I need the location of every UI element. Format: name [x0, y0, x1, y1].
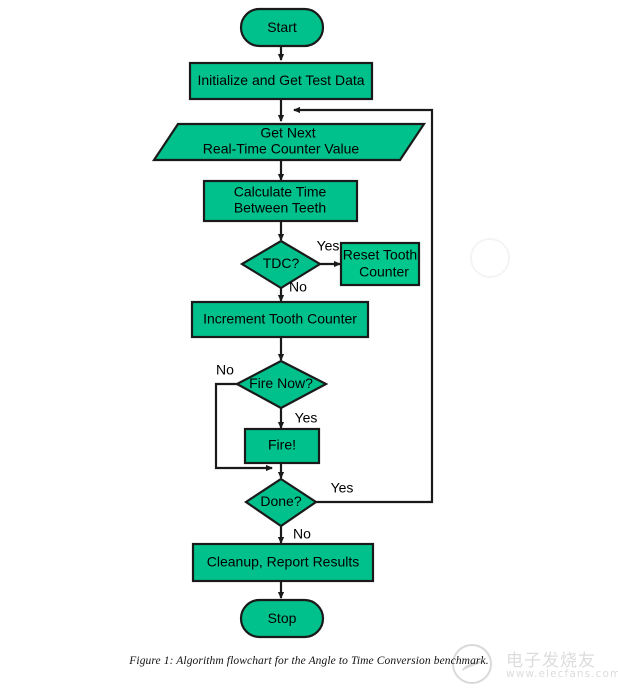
- node-init-label: Initialize and Get Test Data: [197, 72, 364, 88]
- node-done-decision[interactable]: Done?: [244, 477, 318, 528]
- node-cleanup-label: Cleanup, Report Results: [207, 554, 360, 570]
- edge-done-yes-feedback: [292, 106, 434, 504]
- edge-label-tdc-no: No: [289, 279, 307, 295]
- edge-label-done-no: No: [293, 526, 311, 542]
- node-reset-tooth-counter[interactable]: Reset Tooth Counter: [339, 241, 421, 287]
- node-fire[interactable]: Fire!: [243, 427, 321, 465]
- node-fire-now-label: Fire Now?: [249, 375, 313, 391]
- node-init[interactable]: Initialize and Get Test Data: [188, 61, 374, 101]
- edge-label-firenow-yes: Yes: [295, 410, 318, 426]
- node-start[interactable]: Start: [239, 7, 325, 48]
- node-fire-now-decision[interactable]: Fire Now?: [234, 359, 329, 410]
- edge-firenow-no-loop: [214, 382, 274, 472]
- edge-label-firenow-no: No: [216, 362, 234, 378]
- node-stop-label: Stop: [268, 610, 297, 626]
- figure-caption: Figure 1: Algorithm flowchart for the An…: [129, 655, 489, 667]
- node-tdc-label: TDC?: [263, 255, 300, 271]
- node-stop[interactable]: Stop: [239, 598, 325, 639]
- node-calculate-time[interactable]: Calculate Time Between Teeth: [202, 179, 359, 223]
- node-reset-tooth-counter-label-line1: Reset Tooth: [343, 247, 417, 263]
- node-get-next[interactable]: Get Next Real-Time Counter Value: [151, 122, 427, 162]
- node-tdc-decision[interactable]: TDC?: [239, 239, 323, 290]
- node-cleanup[interactable]: Cleanup, Report Results: [191, 542, 375, 583]
- node-done-label: Done?: [260, 493, 301, 509]
- node-get-next-label-line2: Real-Time Counter Value: [203, 141, 360, 157]
- edge-label-done-yes: Yes: [331, 480, 354, 496]
- node-get-next-label-line1: Get Next: [260, 125, 315, 141]
- node-start-label: Start: [267, 19, 297, 35]
- node-calculate-time-label-line2: Between Teeth: [234, 200, 326, 216]
- node-fire-label: Fire!: [268, 437, 296, 453]
- edge-label-tdc-yes: Yes: [317, 238, 340, 254]
- node-calculate-time-label-line1: Calculate Time: [234, 184, 327, 200]
- node-reset-tooth-counter-label-line2: Counter: [359, 264, 409, 280]
- node-increment-tooth-counter[interactable]: Increment Tooth Counter: [190, 300, 370, 339]
- node-increment-tooth-counter-label: Increment Tooth Counter: [203, 311, 357, 327]
